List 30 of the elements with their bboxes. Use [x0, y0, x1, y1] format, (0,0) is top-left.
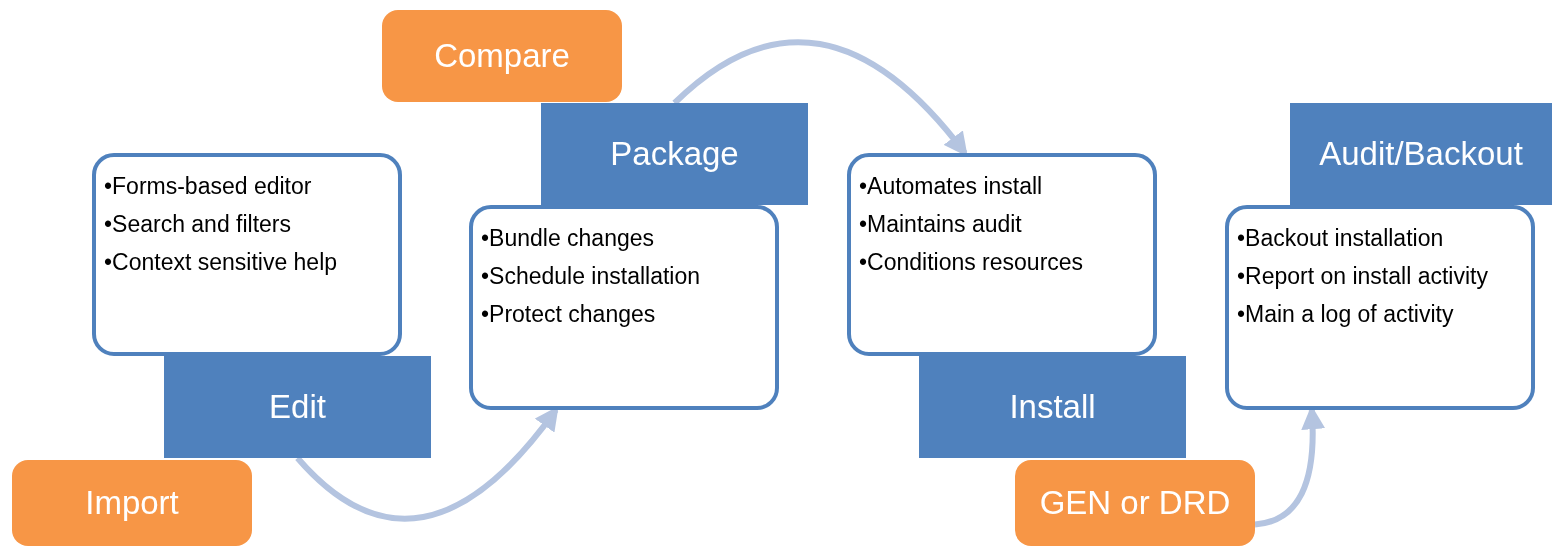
bullet-item: •Report on install activity	[1237, 262, 1489, 291]
bullet-item: •Automates install	[859, 172, 1044, 201]
bullet-item: •Backout installation	[1237, 224, 1445, 253]
option-box	[1015, 460, 1255, 546]
step-card	[1225, 205, 1535, 410]
bullet-item: •Search and filters	[104, 210, 293, 239]
step-label: Edit	[269, 388, 326, 426]
bullet-item: •Conditions resources	[859, 248, 1085, 277]
bullet-item: •Context sensitive help	[104, 248, 339, 277]
bullet-item: •Protect changes	[481, 300, 657, 329]
option-box	[382, 10, 622, 102]
step-card	[847, 153, 1157, 356]
option-box	[12, 460, 252, 546]
bullet-item: •Maintains audit	[859, 210, 1023, 239]
step-card	[469, 205, 779, 410]
step-label: Install	[1009, 388, 1096, 426]
step-card	[92, 153, 402, 356]
bullet-item: •Schedule installation	[481, 262, 702, 291]
bullet-item: •Forms-based editor	[104, 172, 313, 201]
step-label: GEN or DRD	[1039, 484, 1231, 522]
step-header	[164, 356, 431, 458]
step-label: Import	[85, 484, 179, 522]
step-label: Compare	[434, 37, 570, 75]
step-header	[919, 356, 1186, 458]
bullet-item: •Bundle changes	[481, 224, 656, 253]
step-label: Package	[610, 135, 739, 173]
step-label: Audit/Backout	[1319, 135, 1523, 173]
step-header	[1290, 103, 1552, 205]
bullet-item: •Main a log of activity	[1237, 300, 1455, 329]
step-header	[541, 103, 808, 205]
